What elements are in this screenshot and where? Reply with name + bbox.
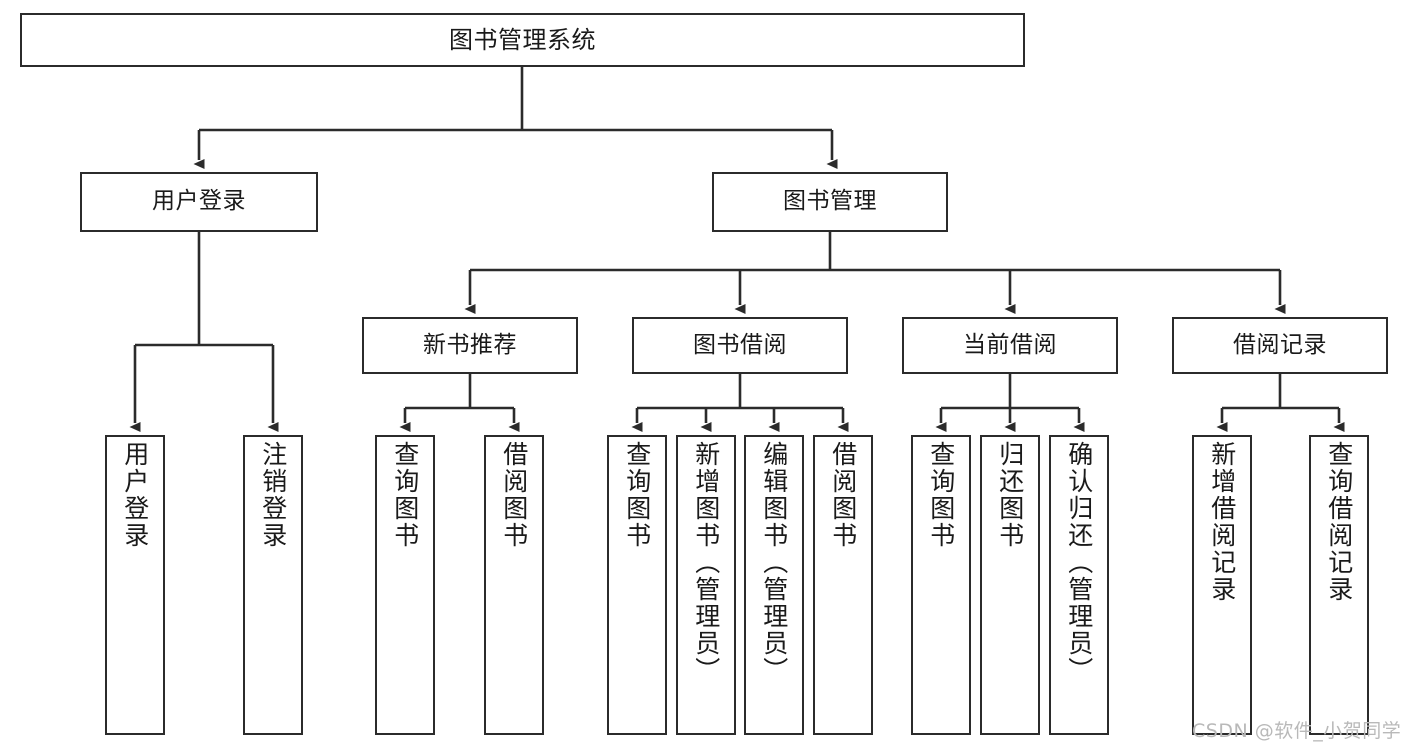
node-root-system[interactable]: 图书管理系统 xyxy=(20,13,1025,67)
node-label: 查询图书 xyxy=(622,441,652,549)
node-label: 借阅图书 xyxy=(828,441,858,549)
node-leaf-borrow-book[interactable]: 借阅图书 xyxy=(813,435,873,735)
node-leaf-logout[interactable]: 注销登录 xyxy=(243,435,303,735)
node-label: 新增图书（管理员） xyxy=(691,441,721,684)
node-module-book-management[interactable]: 图书管理 xyxy=(712,172,948,232)
node-submodule-current-borrow[interactable]: 当前借阅 xyxy=(902,317,1118,374)
node-label: 新增借阅记录 xyxy=(1207,441,1237,603)
node-label: 用户登录 xyxy=(120,441,150,549)
node-label: 图书管理 xyxy=(783,188,877,215)
node-label: 图书借阅 xyxy=(693,331,787,358)
node-label: 注销登录 xyxy=(258,441,288,549)
node-label: 归还图书 xyxy=(995,441,1025,549)
node-label: 用户登录 xyxy=(152,188,246,215)
node-leaf-add-borrow-record[interactable]: 新增借阅记录 xyxy=(1192,435,1252,735)
node-label: 确认归还（管理员） xyxy=(1064,441,1094,684)
node-leaf-query-borrow-record[interactable]: 查询借阅记录 xyxy=(1309,435,1369,735)
node-leaf-edit-book-admin[interactable]: 编辑图书（管理员） xyxy=(744,435,804,735)
node-submodule-borrow-records[interactable]: 借阅记录 xyxy=(1172,317,1388,374)
node-leaf-user-login[interactable]: 用户登录 xyxy=(105,435,165,735)
node-submodule-new-book-recommend[interactable]: 新书推荐 xyxy=(362,317,578,374)
watermark-text: CSDN @软件_小贺同学 xyxy=(1192,720,1402,742)
node-label: 查询图书 xyxy=(926,441,956,549)
node-leaf-borrow-book-recommend[interactable]: 借阅图书 xyxy=(484,435,544,735)
node-leaf-query-book-current[interactable]: 查询图书 xyxy=(911,435,971,735)
node-label: 编辑图书（管理员） xyxy=(759,441,789,684)
node-leaf-query-book-borrow[interactable]: 查询图书 xyxy=(607,435,667,735)
node-label: 借阅记录 xyxy=(1233,331,1327,358)
node-leaf-return-book[interactable]: 归还图书 xyxy=(980,435,1040,735)
node-leaf-confirm-return-admin[interactable]: 确认归还（管理员） xyxy=(1049,435,1109,735)
node-leaf-query-book-recommend[interactable]: 查询图书 xyxy=(375,435,435,735)
node-label: 借阅图书 xyxy=(499,441,529,549)
node-label: 当前借阅 xyxy=(963,331,1057,358)
node-label: 新书推荐 xyxy=(423,331,517,358)
node-module-user-login[interactable]: 用户登录 xyxy=(80,172,318,232)
node-submodule-book-borrow[interactable]: 图书借阅 xyxy=(632,317,848,374)
node-label: 图书管理系统 xyxy=(449,25,596,54)
node-label: 查询借阅记录 xyxy=(1324,441,1354,603)
node-leaf-add-book-admin[interactable]: 新增图书（管理员） xyxy=(676,435,736,735)
node-label: 查询图书 xyxy=(390,441,420,549)
